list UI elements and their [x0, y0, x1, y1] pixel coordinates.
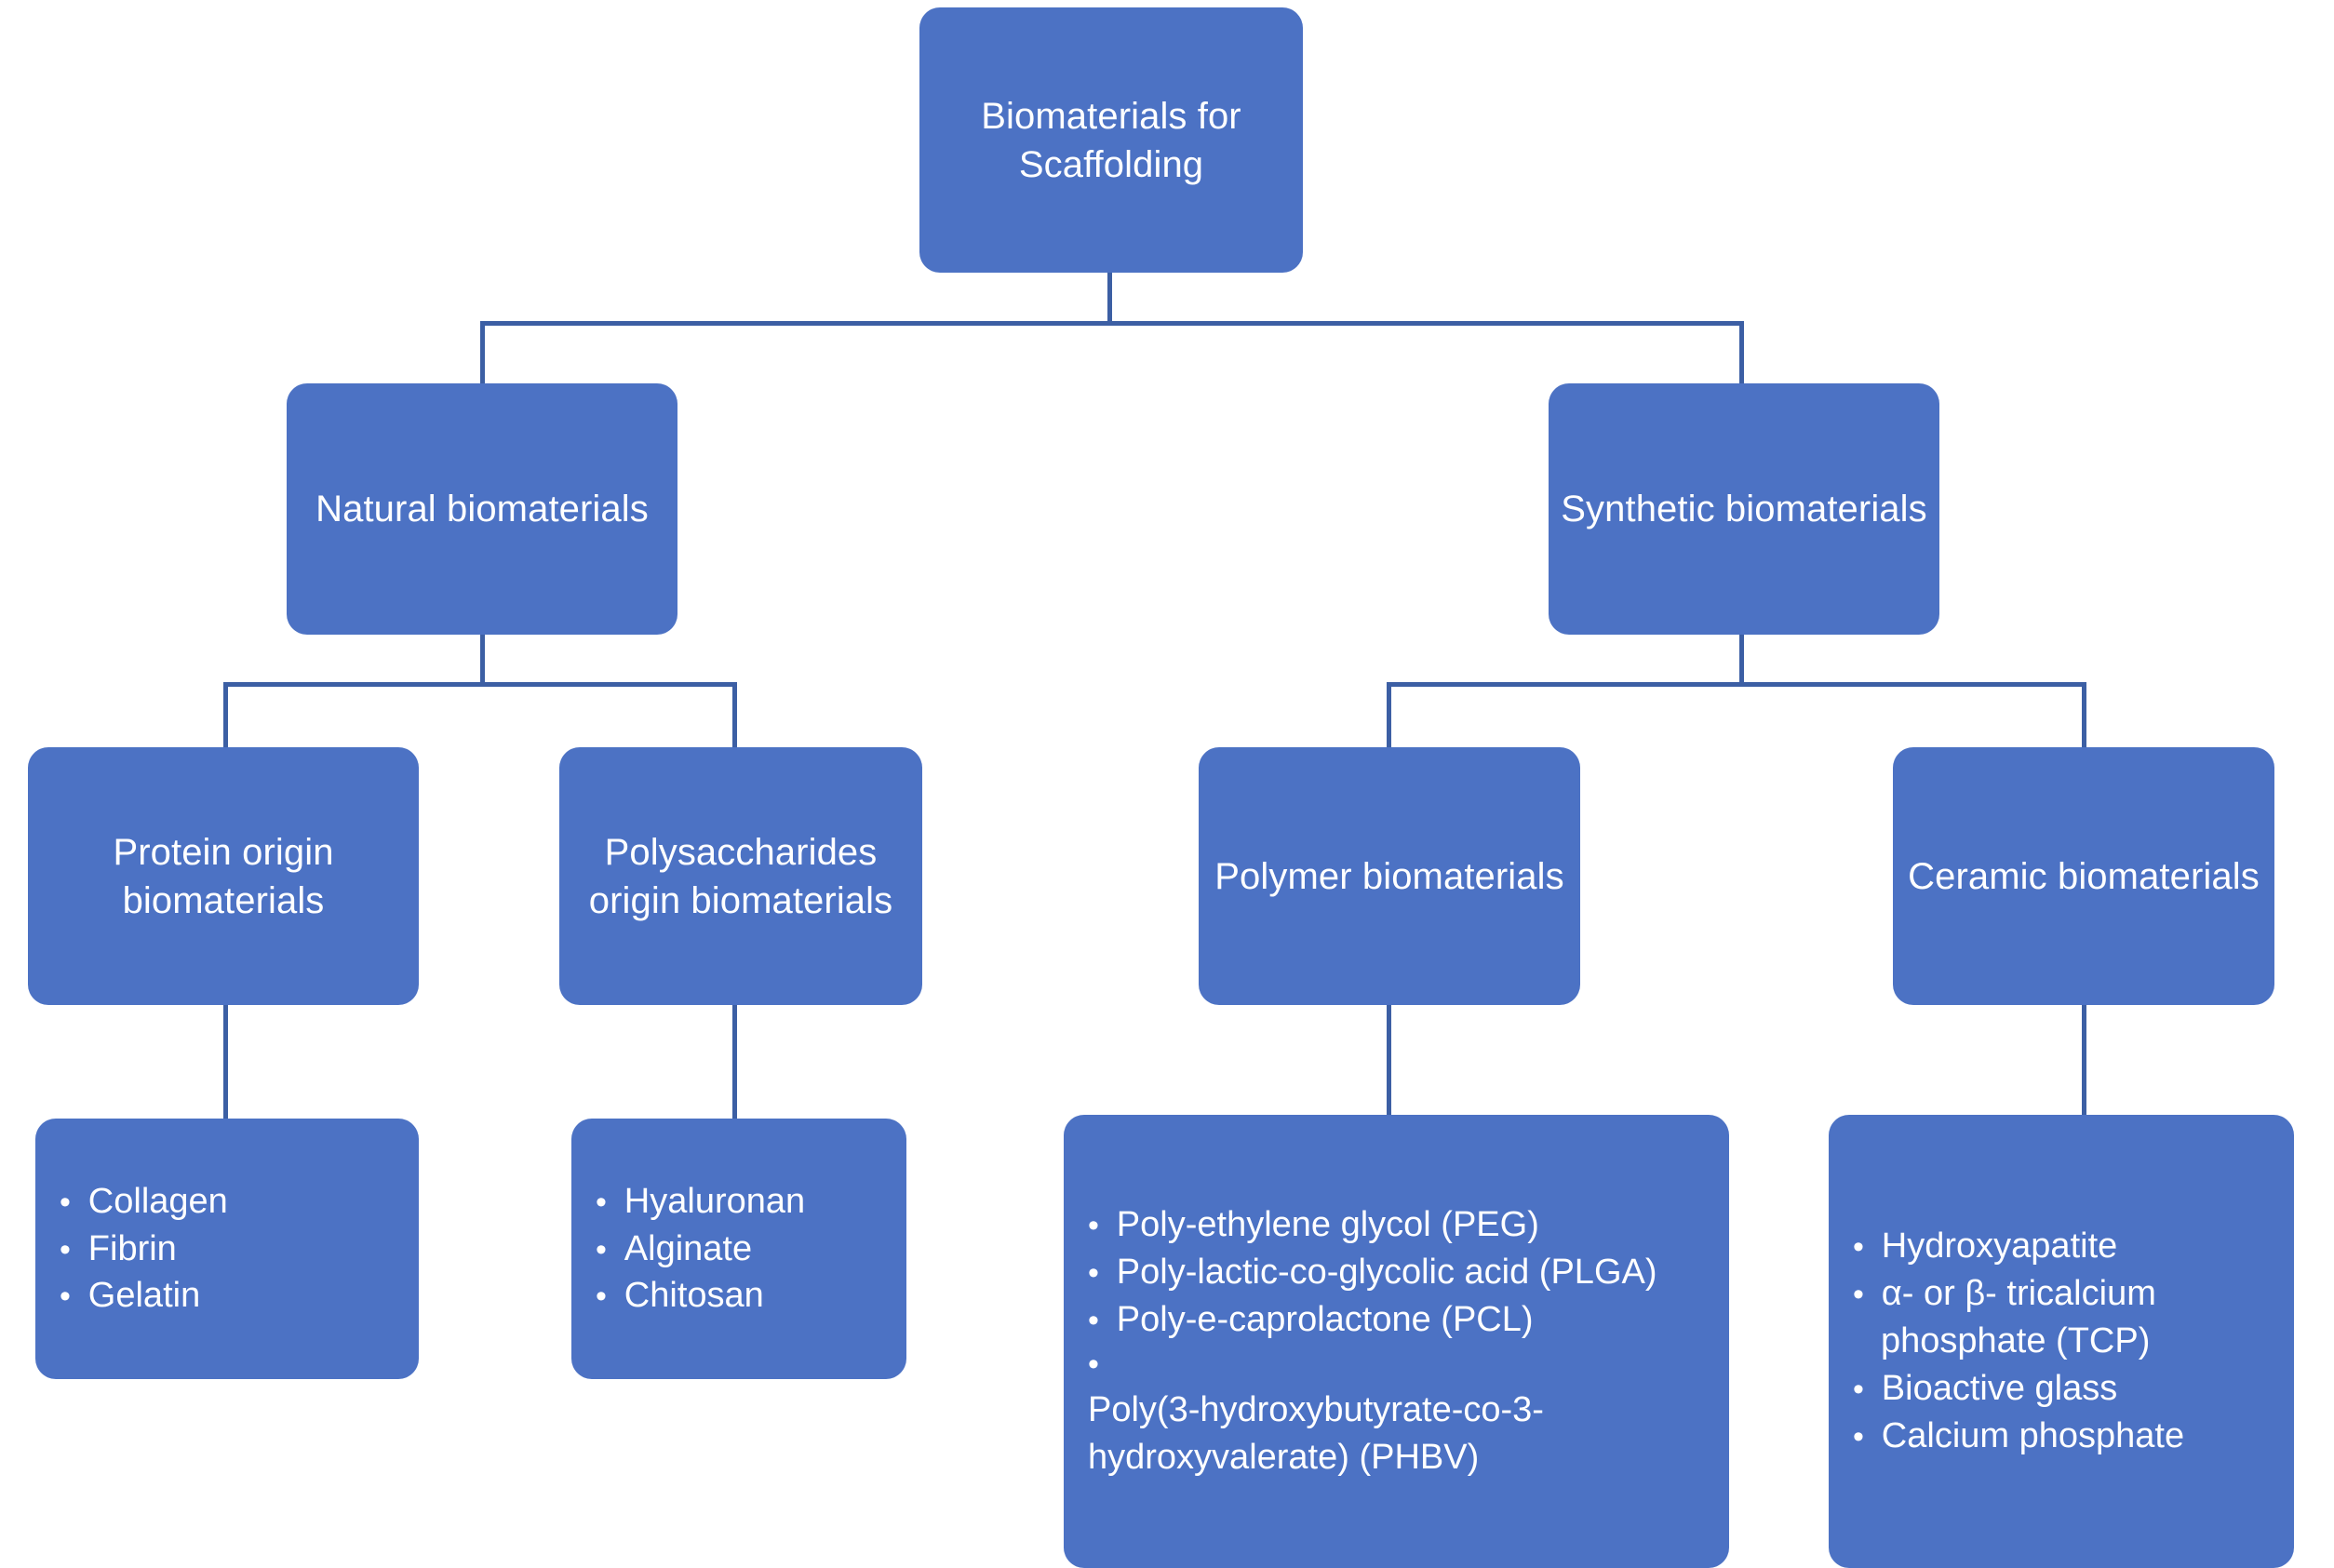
list-item: Poly-e-caprolactone (PCL) [1088, 1296, 1718, 1344]
polysaccharide-items-list: Hyaluronan Alginate Chitosan [571, 1178, 906, 1320]
list-item: Gelatin [60, 1272, 408, 1320]
list-item: Poly-lactic-co-glycolic acid (PLGA) [1088, 1249, 1718, 1296]
list-item: α- or β- tricalcium phosphate (TCP) [1853, 1270, 2283, 1365]
list-item: Hyaluronan [596, 1178, 895, 1226]
list-item: Hydroxyapatite [1853, 1223, 2283, 1270]
list-item: Calcium phosphate [1853, 1413, 2283, 1460]
connector-ceramic-to-items [2082, 1003, 2086, 1115]
list-item: Poly-ethylene glycol (PEG) [1088, 1201, 1718, 1249]
polymer-items-list: Poly-ethylene glycol (PEG) Poly-lactic-c… [1064, 1201, 1729, 1481]
node-polysaccharide-items[interactable]: Hyaluronan Alginate Chitosan [571, 1119, 906, 1379]
connector-level2-bar [480, 321, 1744, 326]
connector-to-synthetic [1739, 321, 1744, 383]
node-protein-items[interactable]: Collagen Fibrin Gelatin [35, 1119, 419, 1379]
node-ceramic-items[interactable]: Hydroxyapatite α- or β- tricalcium phosp… [1829, 1115, 2294, 1568]
connector-to-polymer [1387, 682, 1391, 747]
connector-synthetic-bar [1387, 682, 2086, 687]
node-polysaccharides-origin[interactable]: Polysaccharides origin biomaterials [559, 747, 922, 1005]
connector-protein-to-items [223, 1003, 228, 1119]
list-item: Alginate [596, 1226, 895, 1273]
list-item: Poly(3-hydroxybutyrate-co-3-hydroxyvaler… [1088, 1344, 1718, 1481]
node-root[interactable]: Biomaterials for Scaffolding [919, 7, 1303, 273]
node-polymer-items[interactable]: Poly-ethylene glycol (PEG) Poly-lactic-c… [1064, 1115, 1729, 1568]
connector-root-stem [1107, 270, 1112, 324]
connector-to-ceramic [2082, 682, 2086, 747]
node-synthetic-biomaterials-label: Synthetic biomaterials [1561, 489, 1927, 529]
connector-to-natural [480, 321, 485, 383]
node-natural-biomaterials-label: Natural biomaterials [315, 489, 649, 529]
connector-polymer-to-items [1387, 1003, 1391, 1115]
node-polymer-biomaterials[interactable]: Polymer biomaterials [1199, 747, 1580, 1005]
ceramic-items-list: Hydroxyapatite α- or β- tricalcium phosp… [1829, 1223, 2294, 1460]
node-synthetic-biomaterials[interactable]: Synthetic biomaterials [1549, 383, 1939, 635]
node-protein-origin[interactable]: Protein origin biomaterials [28, 747, 419, 1005]
node-ceramic-biomaterials-label: Ceramic biomaterials [1908, 855, 2260, 897]
list-item: Bioactive glass [1853, 1365, 2283, 1413]
node-polysaccharides-origin-label: Polysaccharides origin biomaterials [588, 831, 893, 921]
protein-items-list: Collagen Fibrin Gelatin [35, 1178, 419, 1320]
connector-synthetic-stem [1739, 631, 1744, 684]
list-item: Fibrin [60, 1226, 408, 1273]
connector-natural-bar [223, 682, 737, 687]
node-polymer-biomaterials-label: Polymer biomaterials [1214, 855, 1564, 897]
node-ceramic-biomaterials[interactable]: Ceramic biomaterials [1893, 747, 2274, 1005]
node-natural-biomaterials[interactable]: Natural biomaterials [287, 383, 677, 635]
connector-natural-stem [480, 631, 485, 684]
connector-to-protein [223, 682, 228, 747]
connector-to-polysaccharides [732, 682, 737, 747]
list-item: Chitosan [596, 1272, 895, 1320]
node-root-label: Biomaterials for Scaffolding [981, 95, 1241, 185]
connector-polysaccharides-to-items [732, 1003, 737, 1119]
list-item: Collagen [60, 1178, 408, 1226]
node-protein-origin-label: Protein origin biomaterials [113, 831, 334, 921]
